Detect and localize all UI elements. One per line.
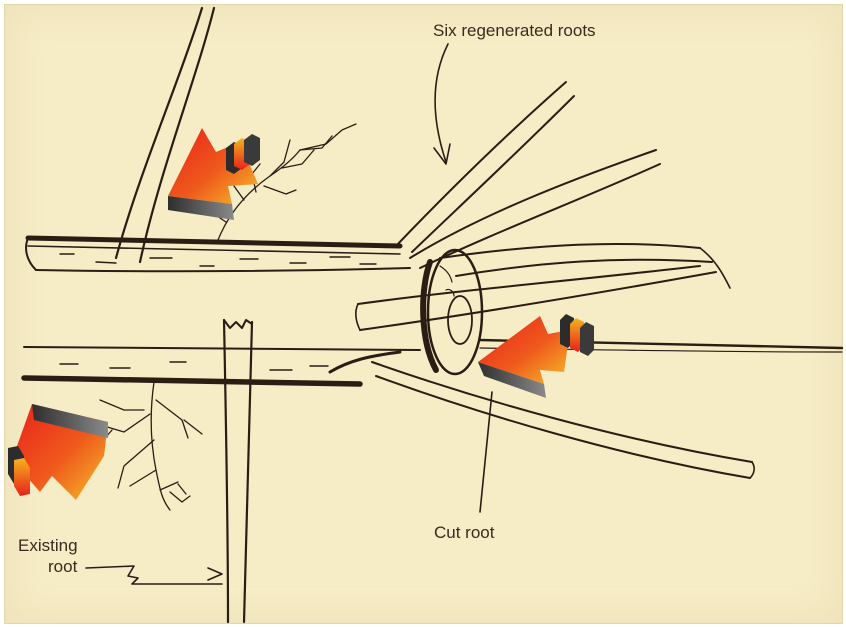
existing-root-label-line2: root [18,556,78,577]
pointer-arrows [86,44,492,584]
existing-root-label-line1: Existing [18,535,78,556]
existing-roots [116,8,252,622]
regenerated-roots-label: Six regenerated roots [433,20,596,41]
upper-root [26,238,410,271]
red-arrow-icon [478,314,594,398]
regenerated-roots [356,82,842,478]
existing-root-label: Existing root [18,535,78,577]
red-arrow-icon [168,128,260,220]
cut-root-cross-section [423,250,482,374]
red-arrow-icon [8,404,108,500]
cut-root-label: Cut root [434,522,494,543]
lower-root [24,347,420,384]
